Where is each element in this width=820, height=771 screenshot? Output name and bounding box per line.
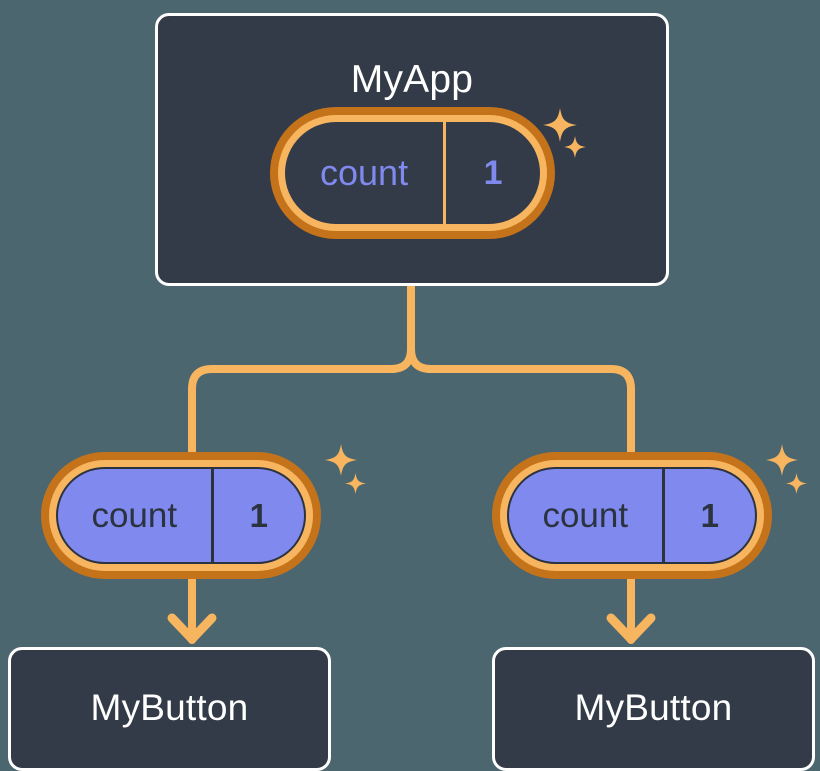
pill-inner-ring: count 1 xyxy=(278,115,547,231)
arrow-down-icon-right xyxy=(606,613,656,644)
edge-myapp-to-right-pill xyxy=(407,345,635,459)
myapp-title: MyApp xyxy=(350,58,474,101)
state-value: 1 xyxy=(210,469,304,562)
sparkle-icon xyxy=(345,473,366,494)
mybutton-left-node[interactable]: MyButton xyxy=(8,647,331,771)
state-key: count xyxy=(542,495,629,535)
myapp-state-pill[interactable]: count 1 xyxy=(270,107,555,239)
state-value: 1 xyxy=(661,469,755,562)
sparkle-icon xyxy=(766,444,798,476)
state-key: count xyxy=(320,152,409,193)
state-value: 1 xyxy=(443,122,540,224)
mybutton-right-node[interactable]: MyButton xyxy=(492,647,815,771)
pill-core: count 1 xyxy=(56,467,306,564)
pill-inner-ring: count 1 xyxy=(500,460,764,571)
mybutton-left-state-pill[interactable]: count 1 xyxy=(41,452,321,579)
mybutton-right-state-pill[interactable]: count 1 xyxy=(492,452,772,579)
edge-myapp-to-left-pill xyxy=(188,345,415,459)
pill-inner-ring: count 1 xyxy=(49,460,313,571)
arrow-down-icon-left xyxy=(167,613,217,644)
pill-core: count 1 xyxy=(507,467,757,564)
mybutton-right-title: MyButton xyxy=(574,687,733,728)
sparkle-icon xyxy=(325,444,357,476)
mybutton-left-title: MyButton xyxy=(90,687,249,728)
sparkle-icon xyxy=(786,473,807,494)
state-key: count xyxy=(91,495,178,535)
pill-core: count 1 xyxy=(285,122,540,224)
